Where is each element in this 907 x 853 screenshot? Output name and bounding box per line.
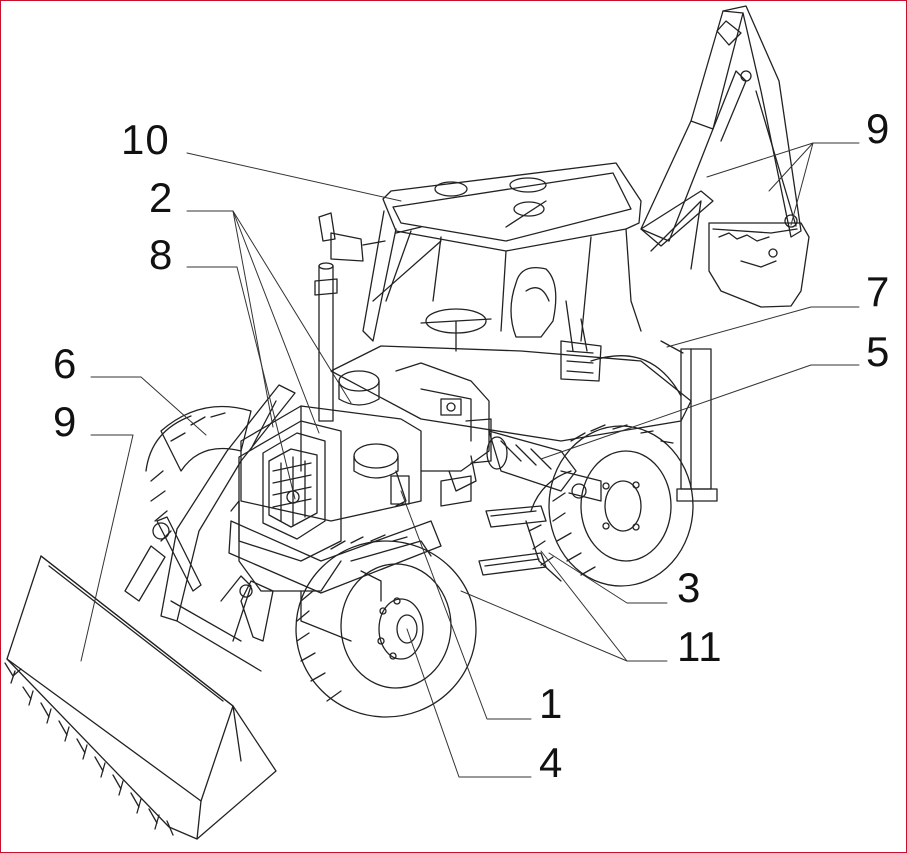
loader-arms (124, 384, 296, 672)
callout-4-label: 4 (539, 739, 564, 786)
backhoe-arm (640, 5, 802, 270)
callout-3-label: 3 (677, 564, 702, 611)
access-steps (478, 505, 547, 576)
callout-9-left-label: 9 (53, 398, 78, 445)
stabilizer-leg (660, 340, 718, 502)
front-left-wheel (145, 405, 252, 542)
callout-8-label: 8 (149, 231, 174, 278)
callout-1-label: 1 (539, 680, 564, 727)
callout-10-label: 10 (121, 116, 170, 163)
callout-11-label: 11 (677, 623, 723, 670)
callout-6-label: 6 (53, 340, 78, 387)
rear-right-wheel (548, 424, 694, 587)
front-frame (228, 520, 442, 642)
callout-5-label: 5 (866, 328, 891, 375)
callout-9-right-label: 9 (866, 105, 891, 152)
leader-lines (80, 142, 860, 778)
backhoe-bucket (708, 214, 810, 308)
loader-bucket (4, 555, 277, 840)
cab (318, 162, 692, 442)
callout-2-label: 2 (149, 174, 174, 221)
callout-7-label: 7 (866, 268, 891, 315)
exhaust-stack (314, 262, 338, 422)
front-right-wheel (295, 534, 477, 718)
engine-block (240, 362, 602, 522)
